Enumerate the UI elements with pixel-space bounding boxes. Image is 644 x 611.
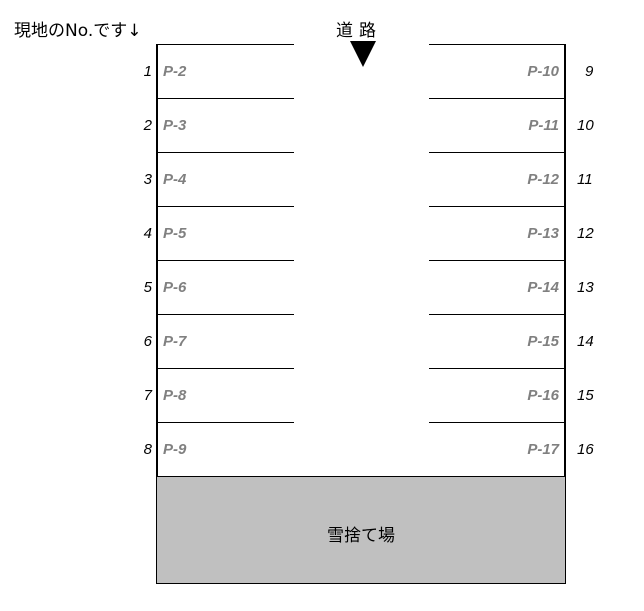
right-parking-space: P-13: [527, 225, 559, 242]
left-site-number: 7: [143, 387, 152, 404]
right-parking-space: P-17: [527, 441, 559, 458]
right-parking-space: P-12: [527, 171, 559, 188]
left-divider: [157, 206, 294, 207]
left-divider: [157, 44, 294, 45]
right-divider: [429, 314, 565, 315]
right-site-number: 9: [585, 63, 594, 80]
right-divider: [429, 206, 565, 207]
right-site-number: 16: [577, 441, 594, 458]
right-site-number: 15: [577, 387, 594, 404]
left-site-number: 3: [143, 171, 152, 188]
right-site-number: 14: [577, 333, 594, 350]
parking-lot-map: 1 P-2 P-10 9 2 P-3 P-11 10 3 P-4 P-12 11 4 P-5 P-13 12 5…: [144, 44, 594, 584]
left-parking-space: P-4: [163, 171, 187, 188]
left-divider: [157, 152, 294, 153]
left-divider: [157, 98, 294, 99]
right-parking-space: P-11: [528, 117, 559, 134]
road-label: 道路: [336, 21, 382, 41]
left-site-number: 2: [143, 117, 152, 134]
left-parking-space: P-2: [163, 63, 187, 80]
right-border: [564, 44, 566, 584]
snow-dump-area: 雪捨て場: [157, 476, 565, 584]
left-parking-space: P-6: [163, 279, 187, 296]
down-triangle-icon: [350, 41, 376, 67]
left-site-number: 5: [143, 279, 152, 296]
left-site-number: 1: [143, 63, 152, 80]
right-divider: [429, 44, 565, 45]
right-parking-space: P-10: [527, 63, 559, 80]
right-site-number: 13: [577, 279, 594, 296]
right-divider: [429, 98, 565, 99]
left-divider: [157, 260, 294, 261]
right-site-number: 10: [577, 117, 594, 134]
right-divider: [429, 422, 565, 423]
left-parking-space: P-8: [163, 387, 187, 404]
left-site-number: 4: [143, 225, 152, 242]
right-parking-space: P-14: [527, 279, 559, 296]
right-parking-space: P-16: [527, 387, 559, 404]
site-number-caption: 現地のNo.です↓: [14, 21, 142, 41]
left-parking-space: P-7: [163, 333, 187, 350]
right-parking-space: P-15: [527, 333, 559, 350]
right-site-number: 11: [577, 171, 593, 188]
left-divider: [157, 314, 294, 315]
right-divider: [429, 260, 565, 261]
left-site-number: 6: [143, 333, 152, 350]
left-divider: [157, 422, 294, 423]
left-parking-space: P-3: [163, 117, 187, 134]
left-parking-space: P-5: [163, 225, 187, 242]
right-divider: [429, 368, 565, 369]
right-divider: [429, 152, 565, 153]
right-site-number: 12: [577, 225, 594, 242]
left-site-number: 8: [143, 441, 152, 458]
left-divider: [157, 368, 294, 369]
left-parking-space: P-9: [163, 441, 187, 458]
snow-dump-label: 雪捨て場: [327, 526, 395, 546]
